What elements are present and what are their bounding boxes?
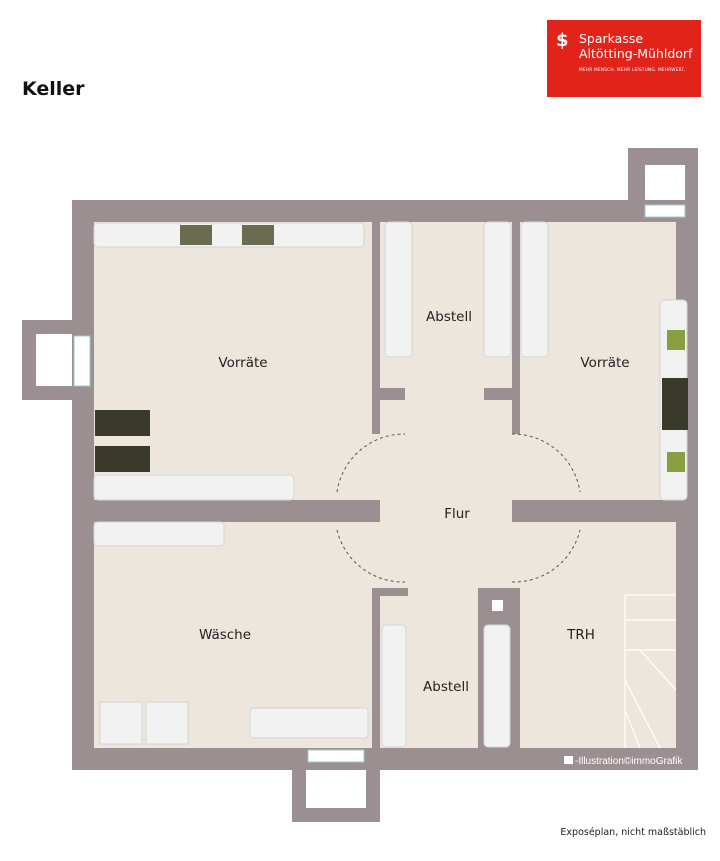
sparkasse-mini-icon [564,756,573,764]
scale-note: Exposéplan, nicht maßstäblich [560,827,706,838]
floor-title: Keller [22,78,85,100]
door-swings [336,433,581,583]
sparkasse-logo: $ Sparkasse Altötting-Mühldorf MEHR MENS… [547,20,701,97]
sparkasse-s-icon: $ [556,30,569,51]
crates [95,225,688,472]
room-label-abstell: Abstell [423,679,469,695]
illustration-credit: -Illustration©immoGrafik [575,756,683,767]
room-label-trh: TRH [566,627,595,643]
room-label-abstell: Abstell [426,309,472,325]
room-label-waesche: Wäsche [199,627,251,643]
logo-brand: Sparkasse [579,31,644,46]
room-label-vorraete: Vorräte [580,355,629,371]
stairs [624,594,677,749]
shelves [93,221,688,748]
logo-tagline: MEHR MENSCH. MEHR LEISTUNG. MEHRWERT. [579,68,686,73]
room-label-flur: Flur [444,506,470,522]
logo-region: Altötting-Mühldorf [579,46,693,61]
room-label-vorraete: Vorräte [218,355,267,371]
